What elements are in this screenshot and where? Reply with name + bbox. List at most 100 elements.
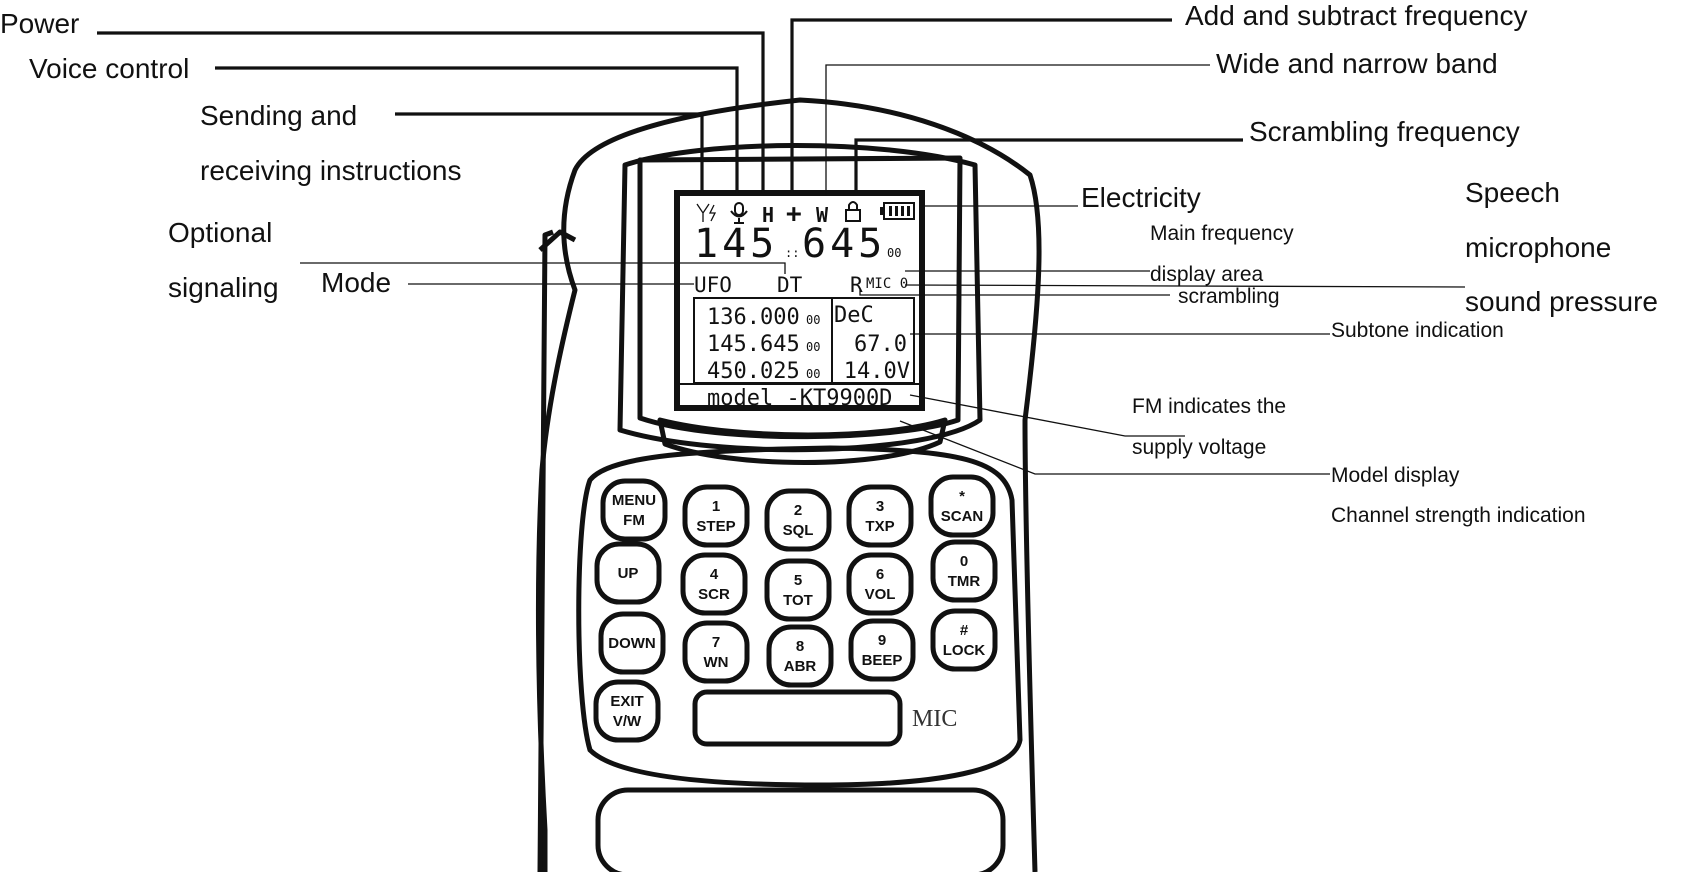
label-model-display: Model display bbox=[1331, 464, 1460, 487]
label-speech-3: sound pressure bbox=[1465, 286, 1658, 317]
battery-icon bbox=[880, 202, 915, 220]
key-cap[interactable] bbox=[930, 539, 998, 603]
mic-grille bbox=[692, 689, 903, 747]
key-primary-label: 7 bbox=[712, 634, 720, 651]
key-cap[interactable] bbox=[764, 488, 832, 552]
key-cap[interactable] bbox=[680, 552, 748, 616]
label-sending-2: receiving instructions bbox=[200, 155, 461, 186]
callout-lines bbox=[97, 18, 1466, 475]
high-power-icon: H bbox=[762, 203, 774, 227]
key-primary-label: 3 bbox=[876, 498, 884, 515]
dec-value: DeC bbox=[834, 303, 874, 328]
key-primary-label: MENU bbox=[612, 492, 656, 509]
mode-value: UFO bbox=[694, 273, 732, 297]
label-optional-2: signaling bbox=[168, 272, 279, 303]
key-secondary-label: SCR bbox=[698, 586, 730, 603]
label-main-frequency-2: display area bbox=[1150, 263, 1264, 286]
key-secondary-label: V/W bbox=[613, 713, 642, 730]
freq-row-2: 145.645 bbox=[707, 332, 800, 357]
key-cap[interactable] bbox=[682, 484, 750, 548]
signaling-value: DT bbox=[777, 273, 803, 297]
key-hash-lock[interactable]: #LOCK bbox=[930, 608, 998, 672]
label-electricity: Electricity bbox=[1081, 182, 1201, 213]
key-primary-label: * bbox=[959, 488, 965, 505]
antenna-lightning-icon bbox=[696, 203, 717, 222]
label-wide-narrow: Wide and narrow band bbox=[1216, 48, 1498, 79]
key-cap[interactable] bbox=[928, 474, 996, 538]
key-cap[interactable] bbox=[766, 624, 834, 688]
key-secondary-label: FM bbox=[623, 512, 645, 529]
key-secondary-label: WN bbox=[704, 654, 729, 671]
key-secondary-label: TMR bbox=[948, 573, 981, 590]
key-cap[interactable] bbox=[930, 608, 998, 672]
main-frequency-b: 645 bbox=[802, 221, 886, 267]
label-speech-1: Speech bbox=[1465, 177, 1560, 208]
key-primary-label: 9 bbox=[878, 632, 886, 649]
key-cap[interactable] bbox=[848, 618, 916, 682]
voltage-value: 14.0V bbox=[844, 359, 910, 384]
device-body: MIC bbox=[536, 97, 1042, 872]
mic-label: MIC bbox=[912, 706, 957, 732]
label-channel-strength: Channel strength indication bbox=[1331, 504, 1586, 527]
key-7-wn[interactable]: 7WN bbox=[682, 620, 750, 684]
key-star-scan[interactable]: * SCAN bbox=[928, 474, 996, 538]
freq-row-3: 450.025 bbox=[707, 359, 800, 384]
main-frequency-sub: 00 bbox=[887, 246, 901, 260]
key-secondary-label: STEP bbox=[696, 518, 735, 535]
plus-minus-icon: + bbox=[786, 199, 802, 229]
key-secondary-label: SQL bbox=[783, 522, 814, 539]
key-exit-vw[interactable]: EXIT V/W bbox=[593, 679, 661, 743]
label-fm-1: FM indicates the bbox=[1132, 395, 1286, 418]
key-secondary-label: VOL bbox=[865, 586, 896, 603]
microphone-icon bbox=[730, 202, 748, 224]
key-secondary-label: SCAN bbox=[941, 508, 984, 525]
key-primary-label: 5 bbox=[794, 572, 802, 589]
label-add-subtract: Add and subtract frequency bbox=[1185, 0, 1527, 31]
key-cap[interactable] bbox=[598, 611, 666, 675]
key-cap[interactable] bbox=[846, 484, 914, 548]
key-cap[interactable] bbox=[682, 620, 750, 684]
key-secondary-label: ABR bbox=[784, 658, 817, 675]
wide-narrow-icon: W bbox=[816, 203, 829, 227]
subtone-value: 67.0 bbox=[854, 332, 907, 357]
freq-row-1: 136.000 bbox=[707, 305, 800, 330]
key-cap[interactable] bbox=[846, 552, 914, 616]
key-primary-label: 8 bbox=[796, 638, 804, 655]
key-primary-label: UP bbox=[618, 565, 639, 582]
label-power: Power bbox=[0, 8, 79, 39]
label-sending-1: Sending and bbox=[200, 100, 357, 131]
main-frequency-a: 145 bbox=[694, 221, 778, 267]
key-menu-fm[interactable]: MENU FM bbox=[600, 478, 668, 542]
key-primary-label: 4 bbox=[710, 566, 719, 583]
key-cap[interactable] bbox=[600, 478, 668, 542]
mic-level: MIC 0 bbox=[866, 276, 908, 292]
key-primary-label: 6 bbox=[876, 566, 884, 583]
key-secondary-label: BEEP bbox=[862, 652, 903, 669]
label-speech-2: microphone bbox=[1465, 232, 1611, 263]
model-value: model -KT9900D bbox=[707, 386, 892, 411]
label-scrambling: scrambling bbox=[1178, 285, 1280, 308]
key-cap[interactable] bbox=[594, 541, 662, 605]
key-cap[interactable] bbox=[593, 679, 661, 743]
label-main-frequency-1: Main frequency bbox=[1150, 222, 1294, 245]
key-primary-label: # bbox=[960, 622, 969, 639]
key-primary-label: 2 bbox=[794, 502, 802, 519]
key-primary-label: EXIT bbox=[610, 693, 643, 710]
key-down[interactable]: DOWN bbox=[598, 611, 666, 675]
label-optional-1: Optional bbox=[168, 217, 272, 248]
label-subtone: Subtone indication bbox=[1331, 319, 1504, 342]
label-mode: Mode bbox=[321, 267, 391, 298]
callout-labels: Power Voice control Sending and receivin… bbox=[0, 0, 1658, 527]
key-up[interactable]: UP bbox=[594, 541, 662, 605]
freq-row-1-sub: 00 bbox=[806, 313, 820, 327]
key-cap[interactable] bbox=[764, 558, 832, 622]
